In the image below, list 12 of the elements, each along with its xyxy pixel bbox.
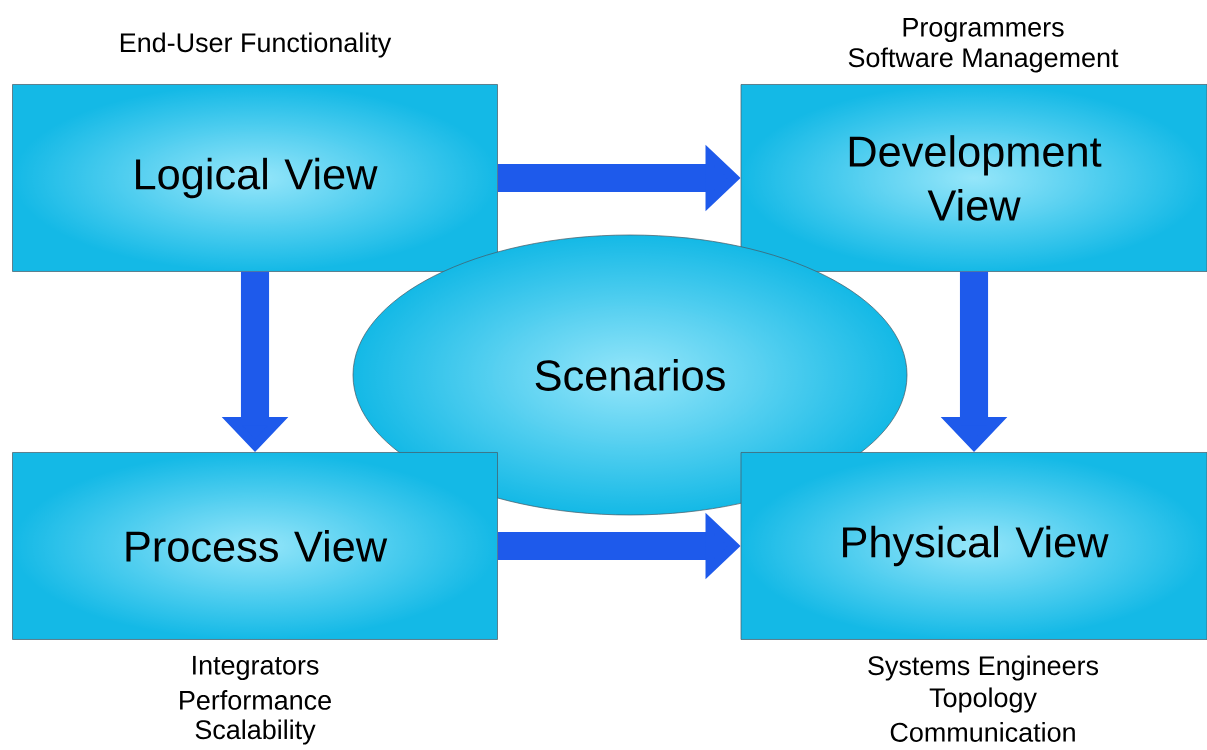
role-label: Systems Engineers (868, 655, 1099, 681)
role-label: End-User Functionality (120, 32, 392, 58)
view-box: Process View (12, 452, 498, 640)
role-label: Scalability (195, 719, 316, 745)
role-label: Performance (180, 690, 331, 710)
role-label: Software Management (848, 47, 1119, 73)
role-label: Integrators (193, 655, 319, 681)
role-label: Programmers (903, 17, 1064, 43)
role-label: Topology (929, 687, 1037, 713)
view-box: Logical View (12, 84, 498, 272)
role-label: Communication (890, 722, 1075, 742)
view-box: Physical View (740, 452, 1207, 640)
